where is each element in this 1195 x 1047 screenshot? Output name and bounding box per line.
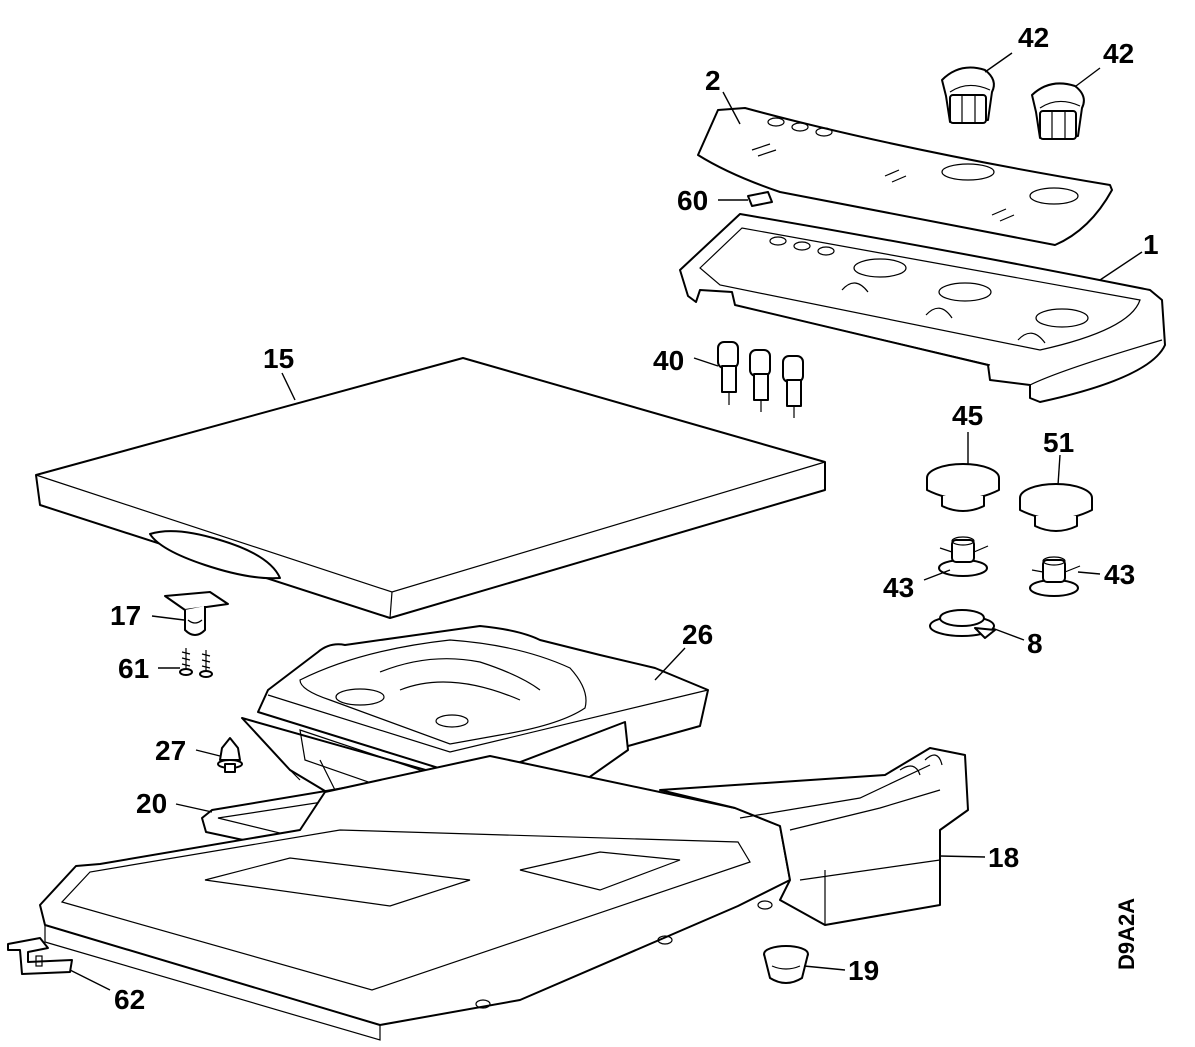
callout-43-left: 43 bbox=[883, 572, 914, 603]
callout-17: 17 bbox=[110, 600, 141, 631]
callout-20: 20 bbox=[136, 788, 167, 819]
callout-40: 40 bbox=[653, 345, 684, 376]
callout-2: 2 bbox=[705, 65, 721, 96]
leader-lines bbox=[69, 52, 1143, 991]
foot-part-19 bbox=[763, 945, 809, 984]
callout-labels: 42 42 2 60 1 40 15 45 51 43 43 8 17 26 6… bbox=[110, 22, 1159, 1015]
plug-part-27 bbox=[217, 737, 243, 773]
bracket-part-62 bbox=[7, 937, 73, 975]
callout-1: 1 bbox=[1143, 229, 1159, 260]
callout-19: 19 bbox=[848, 955, 879, 986]
callout-42-left: 42 bbox=[1018, 22, 1049, 53]
callout-62: 62 bbox=[114, 984, 145, 1015]
knob-part-42-left bbox=[941, 66, 995, 124]
callout-43-right: 43 bbox=[1104, 559, 1135, 590]
screws-part-61 bbox=[179, 648, 213, 678]
top-lid-part-15 bbox=[35, 357, 826, 619]
callout-26: 26 bbox=[682, 619, 713, 650]
callout-15: 15 bbox=[263, 343, 294, 374]
button-cap-part-45 bbox=[926, 463, 1000, 512]
control-panel-body-part-1 bbox=[679, 213, 1166, 403]
hinge-clip-part-17 bbox=[164, 591, 229, 636]
switch-pins-part-40 bbox=[717, 341, 804, 418]
callout-61: 61 bbox=[118, 653, 149, 684]
connector-part-43-left bbox=[938, 536, 989, 577]
callout-18: 18 bbox=[988, 842, 1019, 873]
callout-27: 27 bbox=[155, 735, 186, 766]
base-frame-part-18 bbox=[39, 747, 969, 1041]
callout-60: 60 bbox=[677, 185, 708, 216]
drawing-code: D9A2A bbox=[1114, 898, 1139, 970]
button-cap-part-51 bbox=[1019, 483, 1093, 532]
ring-part-8 bbox=[929, 609, 996, 639]
small-insert-part-60 bbox=[747, 191, 773, 207]
callout-42-right: 42 bbox=[1103, 38, 1134, 69]
callout-51: 51 bbox=[1043, 427, 1074, 458]
callout-8: 8 bbox=[1027, 628, 1043, 659]
control-panel-cover-part-2 bbox=[697, 107, 1113, 246]
connector-part-43-right bbox=[1029, 556, 1081, 597]
callout-45: 45 bbox=[952, 400, 983, 431]
knob-part-42-right bbox=[1031, 82, 1085, 140]
